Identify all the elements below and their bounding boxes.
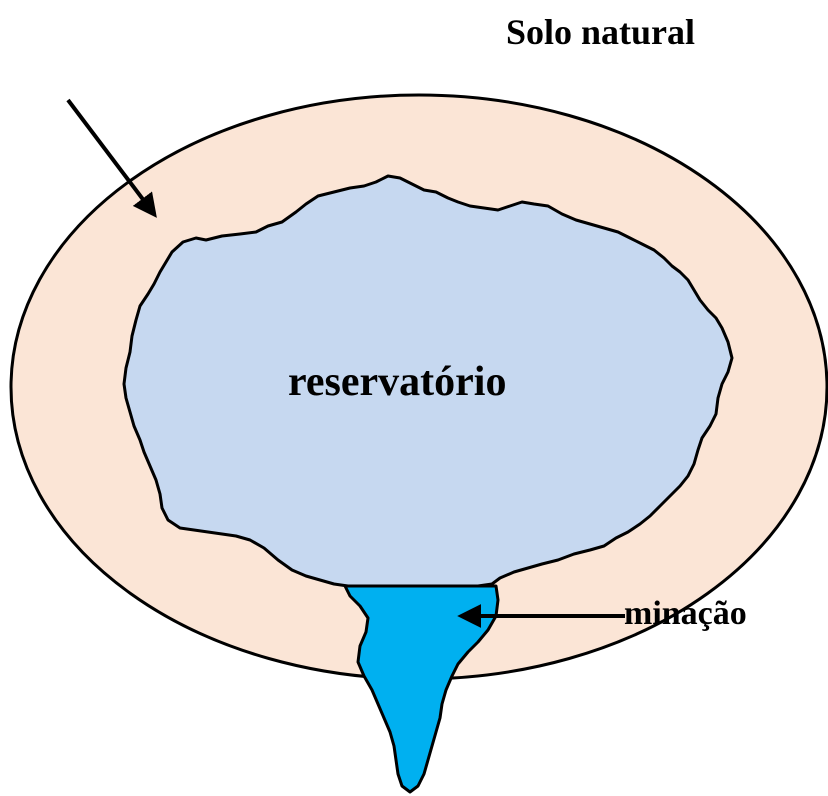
seepage-label: minação	[624, 595, 747, 632]
seepage-channel	[343, 584, 500, 794]
reservoir-label: reservatório	[288, 359, 507, 405]
soil-label: Solo natural	[506, 12, 696, 52]
soil-arrow	[66, 98, 157, 218]
reservoir-region	[122, 174, 734, 588]
